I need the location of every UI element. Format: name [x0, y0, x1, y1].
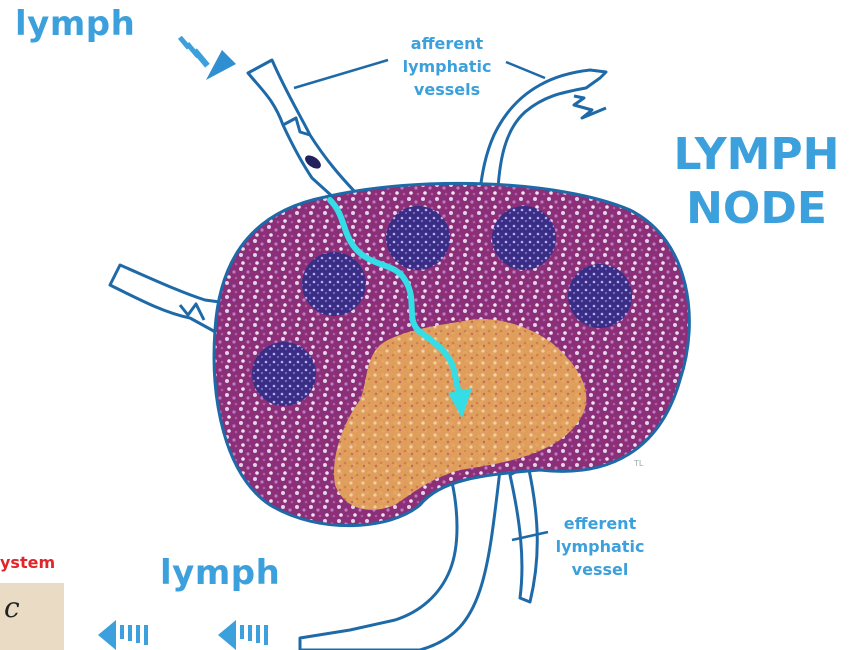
- afferent-label-line-1: afferent: [388, 32, 506, 55]
- outgoing-lymph-arrow-icon: [98, 620, 148, 650]
- title-line-2: NODE: [652, 182, 861, 236]
- efferent-label-line-2: lymphatic: [546, 535, 654, 558]
- lymph-node-body: [214, 183, 689, 525]
- afferent-lymphatic-vessels-label: afferent lymphatic vessels: [388, 32, 506, 101]
- afferent-label-line-2: lymphatic: [388, 55, 506, 78]
- lymph-label-top: lymph: [15, 4, 135, 44]
- card-glyph: c: [4, 591, 20, 624]
- title-line-1: LYMPH: [652, 128, 861, 182]
- outgoing-lymph-arrow-icon: [218, 620, 268, 650]
- system-label-fragment: ystem: [0, 553, 55, 572]
- efferent-label-line-1: efferent: [546, 512, 654, 535]
- lymph-label-bottom: lymph: [160, 553, 280, 593]
- cropped-card: c: [0, 583, 64, 650]
- follicle: [386, 206, 450, 270]
- afferent-vessel-top-left: [248, 60, 356, 197]
- efferent-label-line-3: vessel: [546, 558, 654, 581]
- follicle: [252, 342, 316, 406]
- follicle: [492, 206, 556, 270]
- efferent-lymphatic-vessel-label: efferent lymphatic vessel: [546, 512, 654, 581]
- artist-signature: TL: [634, 459, 643, 468]
- afferent-label-line-3: vessels: [388, 78, 506, 101]
- follicle: [302, 252, 366, 316]
- incoming-lymph-arrow-icon: [178, 36, 236, 80]
- diagram-title: LYMPH NODE: [652, 128, 861, 236]
- follicle: [568, 264, 632, 328]
